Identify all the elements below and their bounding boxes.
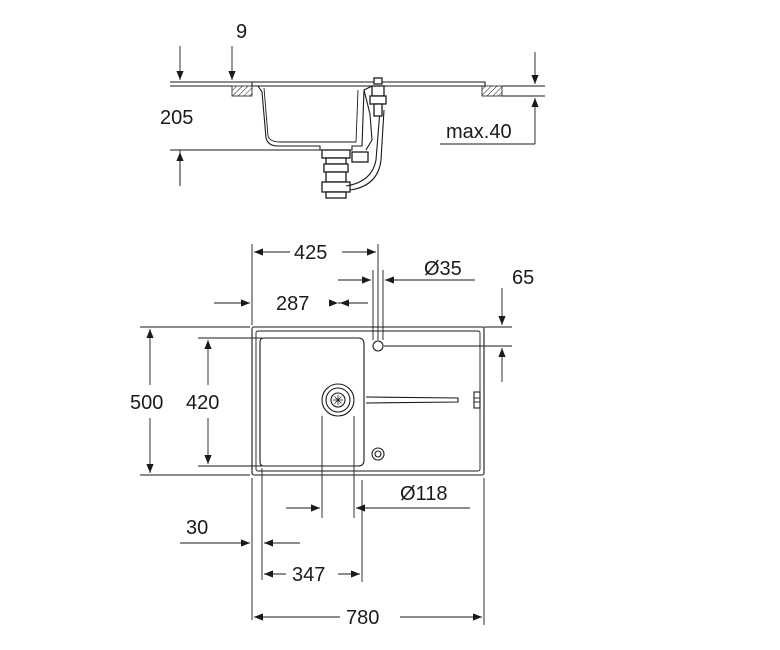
bowl-outline	[259, 337, 365, 467]
dim-9-label: 9	[236, 21, 247, 43]
sink-outline-inner	[255, 330, 481, 472]
dim-420-label: 420	[186, 392, 219, 414]
waste-fitting	[321, 109, 385, 199]
bowl-profile	[257, 85, 373, 151]
drainer-detail	[473, 391, 481, 409]
dim-65-label: 65	[512, 267, 534, 289]
dim-205-label: 205	[160, 107, 193, 129]
dim-287-label: 287	[276, 293, 309, 315]
dim-30-label: 30	[186, 517, 208, 539]
dim-347-label: 347	[292, 564, 325, 586]
drainer-groove	[365, 396, 459, 404]
waste-inner	[330, 392, 346, 408]
sink-rim	[251, 81, 486, 87]
overflow-hole-inner	[374, 450, 382, 458]
dim-max40-label: max.40	[446, 121, 512, 143]
waste-mid	[325, 387, 351, 413]
dim-780-label: 780	[346, 607, 379, 629]
overflow-hole	[371, 447, 385, 461]
worktop-right-hatch	[481, 85, 503, 97]
top-view: 425 Ø35 65 287 500 420	[130, 242, 534, 629]
tap-hole	[372, 340, 384, 352]
dim-500-label: 500	[130, 392, 163, 414]
dim-dia118-label: Ø118	[400, 483, 447, 505]
dim-dia35-label: Ø35	[424, 258, 462, 280]
overflow-fitting	[363, 77, 387, 151]
dim-425-label: 425	[294, 242, 327, 264]
bowl-inner	[263, 87, 359, 143]
side-view: 9 205 max.40	[160, 21, 545, 199]
waste-outer	[321, 383, 355, 417]
worktop-left-hatch	[231, 85, 253, 97]
waste-slots	[333, 395, 343, 405]
sink-outline	[251, 326, 485, 476]
